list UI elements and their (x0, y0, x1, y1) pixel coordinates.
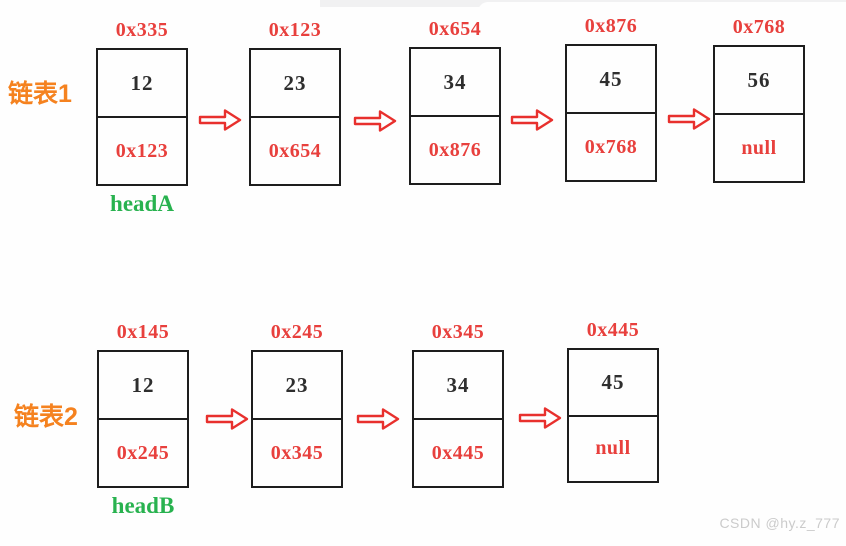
list2-label: 链表2 (14, 403, 78, 431)
node-next-pointer: 0x654 (251, 116, 339, 184)
arrow-right-icon (356, 408, 400, 430)
background-artifact-rounded (478, 2, 846, 16)
arrow-right-icon (198, 109, 242, 131)
node-next-pointer: 0x768 (567, 112, 655, 180)
node-value: 12 (130, 70, 154, 95)
node-value: 23 (285, 372, 309, 397)
node-next-pointer: null (569, 414, 657, 482)
node-next-pointer: 0x245 (99, 418, 187, 486)
node-value: 23 (283, 70, 307, 95)
headB-label: headB (111, 493, 175, 518)
list2-node-4: 0x445 45 null (567, 319, 659, 483)
arrow-right-icon (667, 108, 711, 130)
arrow-right-icon (353, 110, 397, 132)
node-box: 23 0x345 (251, 350, 343, 488)
node-value: 45 (601, 369, 625, 394)
node-address-label: 0x335 (115, 19, 169, 41)
node-box: 45 null (567, 348, 659, 483)
node-box: 45 0x768 (565, 44, 657, 182)
list1-node-1: 0x335 12 0x123 headA (96, 19, 188, 216)
arrow-right-icon (518, 407, 562, 429)
node-address-label: 0x445 (586, 319, 640, 341)
arrow-right-icon (510, 109, 554, 131)
node-box: 34 0x876 (409, 47, 501, 185)
node-next-pointer: 0x345 (253, 418, 341, 486)
node-value: 34 (446, 372, 470, 397)
node-next-pointer: 0x445 (414, 418, 502, 486)
node-address-label: 0x654 (428, 18, 482, 40)
node-value: 34 (443, 69, 467, 94)
node-next-pointer: 0x123 (98, 116, 186, 184)
node-next-pointer: null (715, 113, 803, 181)
node-address-label: 0x876 (584, 15, 638, 37)
node-next-pointer: 0x876 (411, 115, 499, 183)
node-address-label: 0x123 (268, 19, 322, 41)
list1-node-4: 0x876 45 0x768 (565, 15, 657, 182)
node-box: 34 0x445 (412, 350, 504, 488)
list1-node-3: 0x654 34 0x876 (409, 18, 501, 185)
node-address-label: 0x768 (732, 16, 786, 38)
node-value: 45 (599, 66, 623, 91)
list2-node-1: 0x145 12 0x245 headB (97, 321, 189, 518)
node-value: 56 (747, 67, 771, 92)
node-box: 56 null (713, 45, 805, 183)
headA-label: headA (110, 191, 174, 216)
list1-node-2: 0x123 23 0x654 (249, 19, 341, 186)
node-address-label: 0x345 (431, 321, 485, 343)
list1-label: 链表1 (8, 80, 72, 108)
list2-node-3: 0x345 34 0x445 (412, 321, 504, 488)
list1-node-5: 0x768 56 null (713, 16, 805, 183)
node-address-label: 0x245 (270, 321, 324, 343)
node-value: 12 (131, 372, 155, 397)
csdn-watermark: CSDN @hy.z_777 (719, 515, 840, 531)
node-box: 23 0x654 (249, 48, 341, 186)
arrow-right-icon (205, 408, 249, 430)
node-box: 12 0x123 (96, 48, 188, 186)
list2-node-2: 0x245 23 0x345 (251, 321, 343, 488)
node-box: 12 0x245 (97, 350, 189, 488)
node-address-label: 0x145 (116, 321, 170, 343)
